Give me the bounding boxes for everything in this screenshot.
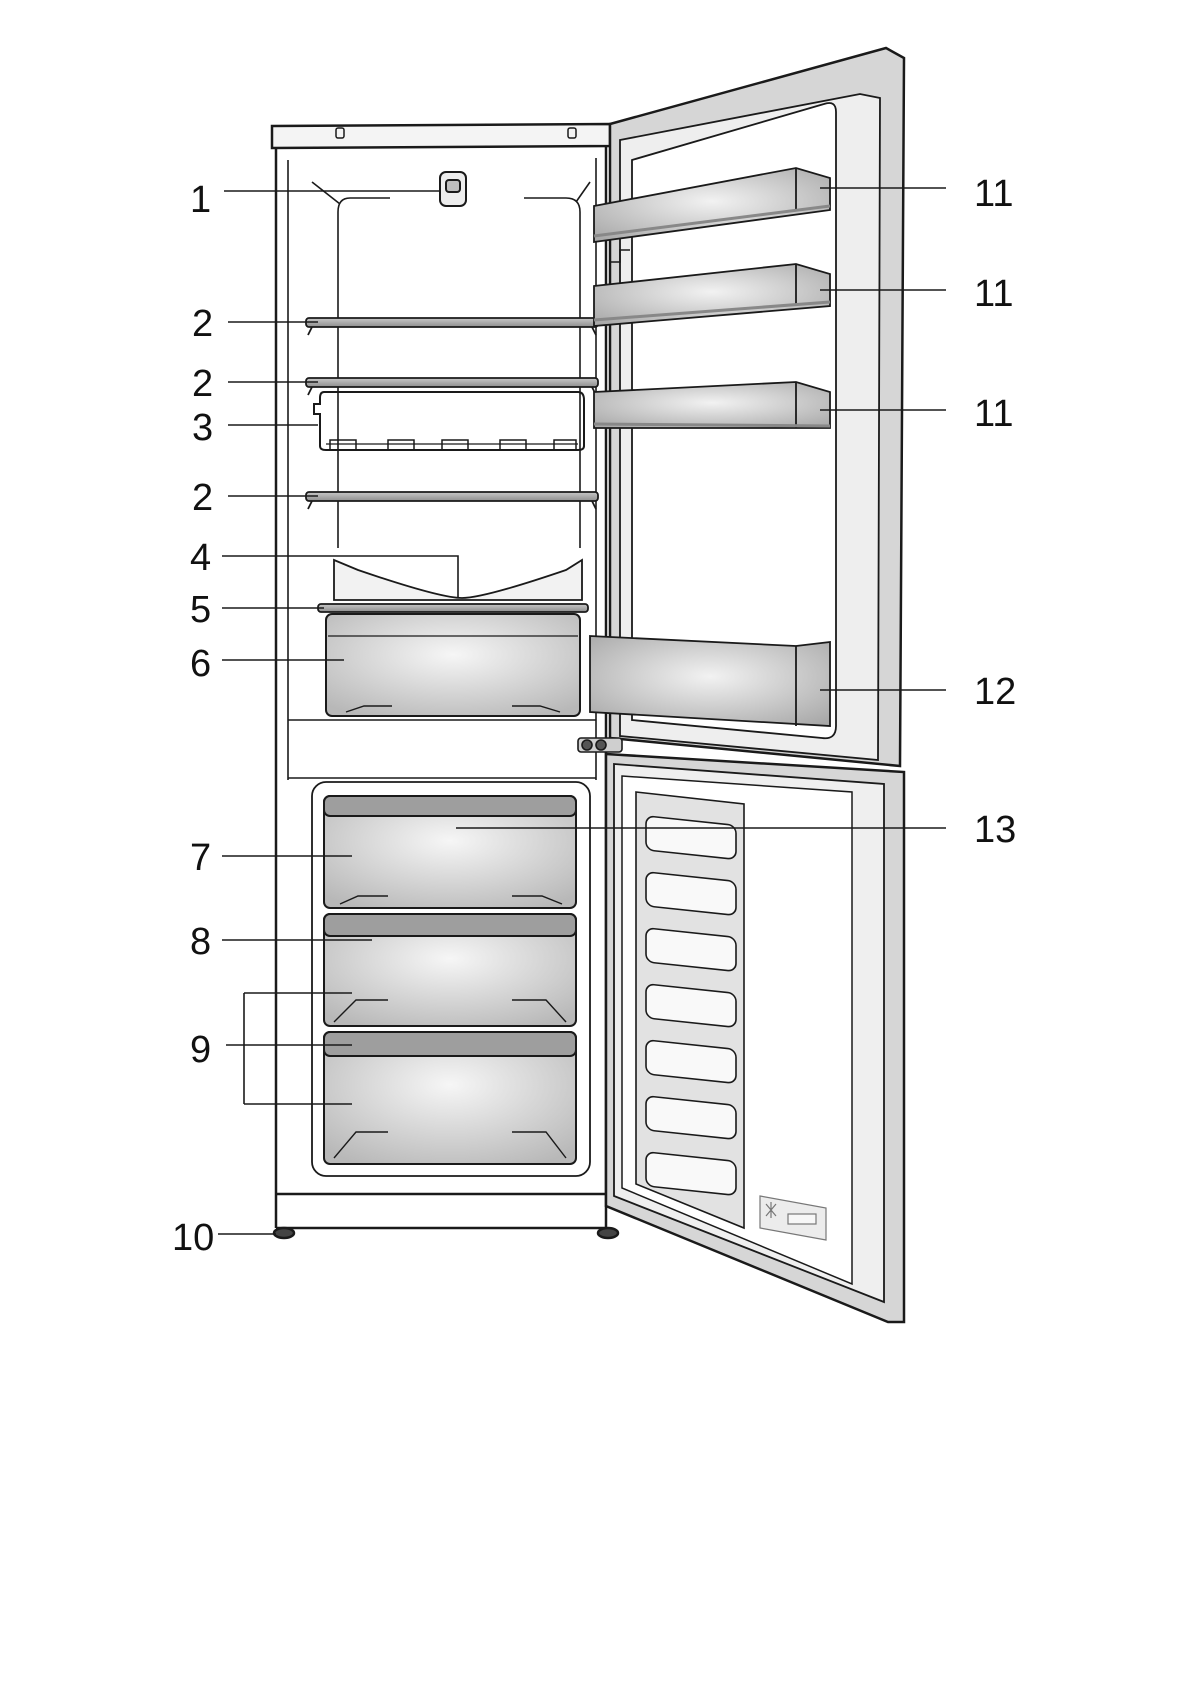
bottle-shelf — [590, 636, 830, 726]
glass-shelf — [306, 318, 598, 509]
freezer-drawer-upper — [324, 796, 576, 908]
callout-2b: 2 — [192, 363, 213, 405]
callout-3: 3 — [192, 407, 213, 449]
callout-9: 9 — [190, 1029, 211, 1071]
callout-8: 8 — [190, 921, 211, 963]
crisper-drawer — [326, 614, 580, 716]
callout-5: 5 — [190, 589, 211, 631]
freezer-drawer-lower — [324, 1032, 576, 1164]
callout-10: 10 — [172, 1217, 214, 1259]
callout-2a: 2 — [192, 303, 213, 345]
callout-11b: 11 — [974, 273, 1013, 315]
lamp-housing-icon — [440, 172, 466, 206]
callout-2c: 2 — [192, 477, 213, 519]
callout-11a: 11 — [974, 173, 1013, 215]
callout-4: 4 — [190, 537, 211, 579]
callout-13: 13 — [974, 809, 1016, 851]
freezer-drawer-middle — [324, 914, 576, 1026]
callout-12: 12 — [974, 671, 1016, 713]
ice-pack-panel — [636, 792, 744, 1228]
callout-1: 1 — [190, 179, 211, 221]
callout-11c: 11 — [974, 393, 1013, 435]
control-buttons — [578, 738, 622, 752]
callout-7: 7 — [190, 837, 211, 879]
callout-6: 6 — [190, 643, 211, 685]
wine-rack — [314, 392, 584, 450]
crisper-glass-cover — [318, 604, 588, 612]
